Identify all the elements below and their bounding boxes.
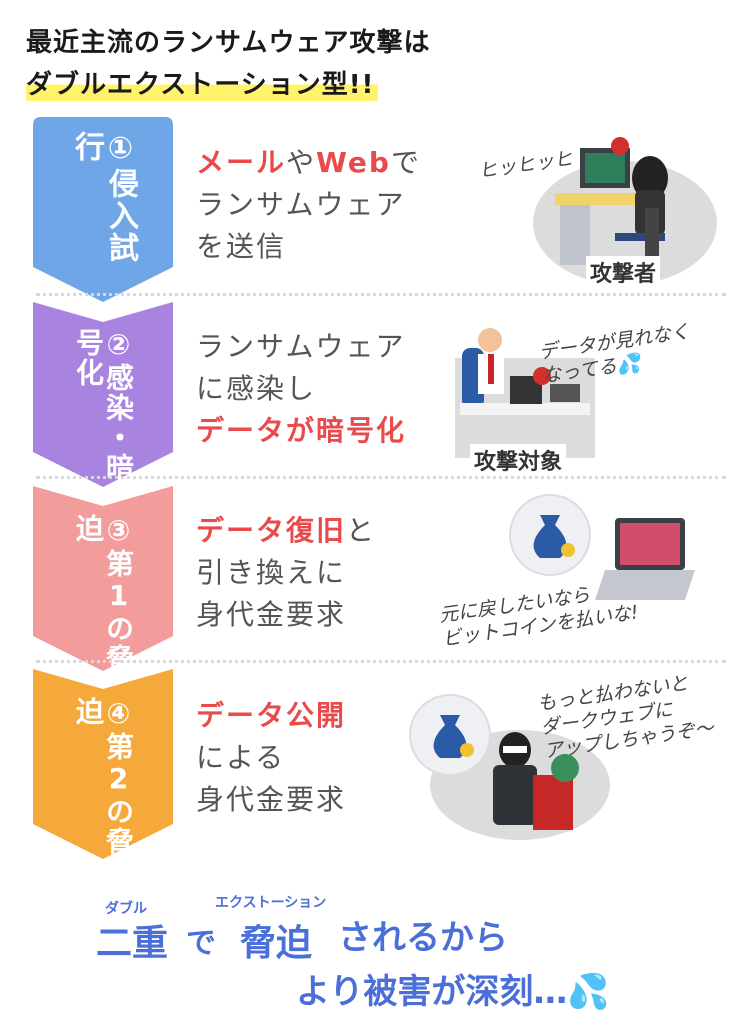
victim-illustration <box>450 318 600 468</box>
step-3-desc: データ復旧と 引き換えに 身代金要求 <box>196 510 376 636</box>
step-1-line-3: を送信 <box>196 230 287 263</box>
bottom-line-2: より被害が深刻…💦 <box>296 972 610 1012</box>
ruby-double: ダブル <box>105 901 147 917</box>
step-4-label: ④第2の脅迫 <box>72 697 135 857</box>
step-3-line-2: 引き換えに <box>196 556 347 589</box>
step-2-line-3: データが暗号化 <box>196 414 407 447</box>
step-3-label: ③第1の脅迫 <box>72 514 135 674</box>
divider <box>36 293 726 296</box>
dark-web-speech: もっと払わないと ダークウェブに アップしちゃうぞ〜 <box>535 672 716 763</box>
divider <box>36 476 726 479</box>
ruby-extortion: エクストーション <box>215 895 327 911</box>
step-4-arrow: ④第2の脅迫 <box>33 669 173 859</box>
step-3-line-3: 身代金要求 <box>196 598 347 631</box>
text-segment: メール <box>196 146 287 179</box>
step-2-label: ②感染・暗号化 <box>72 328 135 483</box>
step-3-arrow: ③第1の脅迫 <box>33 486 173 674</box>
step-4-line-2: による <box>196 741 286 774</box>
step-2-line-2: に感染し <box>196 372 317 405</box>
attacker-illustration <box>465 128 725 288</box>
bottom-word-extortion: 脅迫 <box>240 923 313 964</box>
step-1-arrow: ①侵入試行 <box>33 117 173 302</box>
step-2-arrow: ②感染・暗号化 <box>33 302 173 487</box>
step-1-line-2: ランサムウェア <box>196 188 406 221</box>
step-2-line-1: ランサムウェア <box>196 330 406 363</box>
text-segment: Web <box>316 146 391 179</box>
step-4-line-3: 身代金要求 <box>196 783 347 816</box>
bottom-de: で <box>186 926 216 961</box>
victim-caption: 攻撃対象 <box>470 444 567 476</box>
step-1-desc: メールやWebで ランサムウェア を送信 <box>196 142 421 268</box>
divider <box>36 660 726 663</box>
step-1-label: ①侵入試行 <box>69 131 138 264</box>
attacker-caption: 攻撃者 <box>586 256 661 288</box>
title-line-1: 最近主流のランサムウェア攻撃は <box>26 28 431 58</box>
ransom-laptop-illustration <box>500 490 700 610</box>
title-line-2: ダブルエクストーション型!! <box>26 64 379 101</box>
step-2-desc: ランサムウェア に感染し データが暗号化 <box>196 326 406 452</box>
step-1-line-1: メールやWebで <box>196 142 421 184</box>
step-4-line-1: データ公開 <box>196 699 347 732</box>
text-segment: と <box>346 514 377 547</box>
bottom-rest-1: されるから <box>338 918 508 958</box>
step-3-line-1: データ復旧と <box>196 510 376 552</box>
bottom-word-double: 二重 <box>96 923 169 964</box>
dark-web-illustration <box>405 690 615 840</box>
text-segment: データ復旧 <box>196 514 347 547</box>
text-segment: で <box>390 146 421 179</box>
text-segment: や <box>286 146 317 179</box>
step-4-desc: データ公開 による 身代金要求 <box>196 695 346 821</box>
